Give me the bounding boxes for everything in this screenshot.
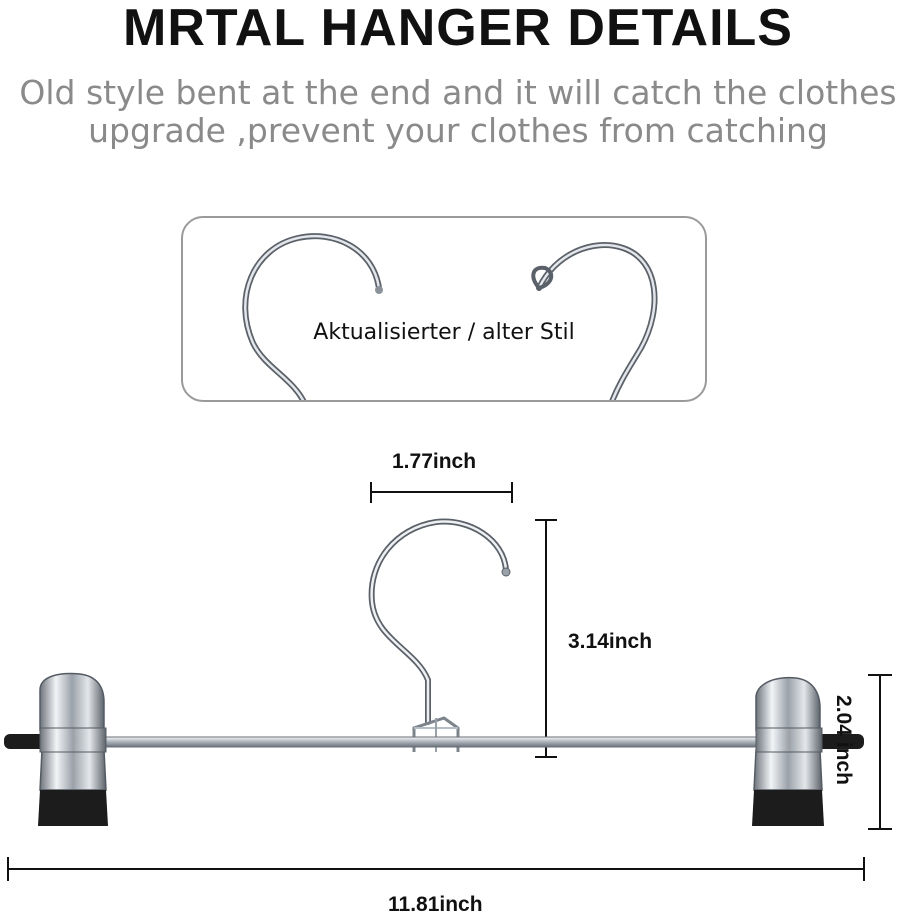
subtitle-line-2: upgrade ,prevent your clothes from catch… — [88, 111, 828, 150]
total-length-marker — [7, 857, 865, 881]
hook-height-marker — [535, 519, 557, 758]
hook-width-marker — [370, 482, 513, 503]
clip-height-label: 2.04 inch — [832, 695, 855, 785]
comparison-label: Aktualisierter / alter Stil — [313, 320, 575, 345]
style-comparison-box: Aktualisierter / alter Stil — [181, 216, 707, 402]
hook-width-label: 1.77inch — [392, 450, 477, 473]
left-clip — [38, 672, 108, 826]
upgraded-hook — [531, 242, 658, 400]
total-length-label: 11.81inch — [388, 893, 483, 916]
hanger-hook — [368, 518, 511, 752]
clip-height-marker — [868, 674, 892, 830]
right-clip — [752, 676, 824, 826]
page-title: MRTAL HANGER DETAILS — [123, 0, 793, 57]
old-style-hook — [242, 233, 383, 400]
subtitle-line-1: Old style bent at the end and it will ca… — [19, 73, 897, 112]
hanger-bar — [4, 734, 864, 749]
hook-comparison-illustration — [242, 233, 658, 400]
hook-height-label: 3.14inch — [568, 630, 653, 653]
